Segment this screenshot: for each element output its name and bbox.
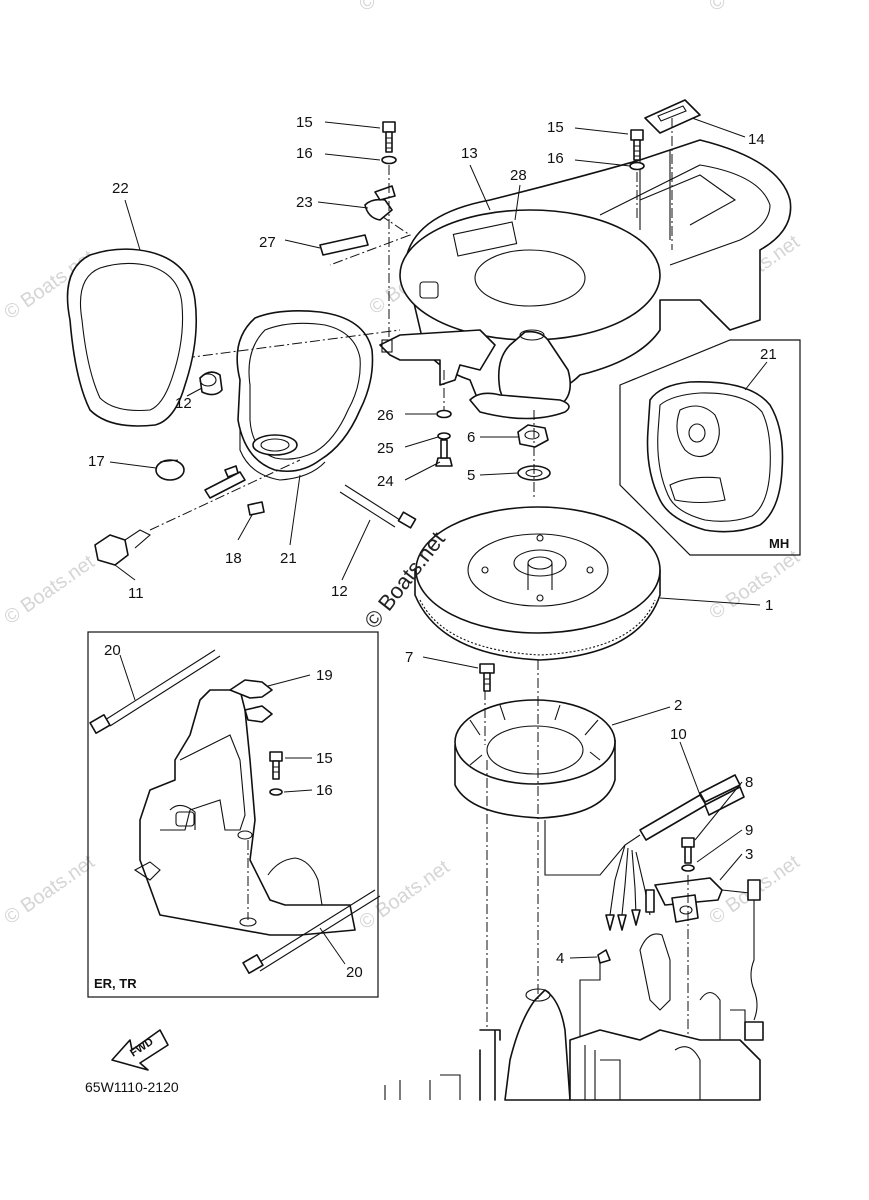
callout-12: 12: [331, 583, 348, 600]
callout-22: 22: [112, 180, 129, 197]
callout-23: 23: [296, 194, 313, 211]
callout-7: 7: [405, 649, 413, 666]
callout-28: 28: [510, 167, 527, 184]
watermark: © Boats.net: [705, 546, 804, 624]
watermark: © Boats.net: [0, 851, 99, 929]
callout-25: 25: [377, 440, 394, 457]
label-27-part: [319, 214, 412, 266]
engine-block: [384, 660, 761, 1101]
flywheel-cover: [379, 139, 792, 420]
silencer-seal: [66, 248, 198, 427]
callout-numbers: 15 16 23 27 22 13 28 15 16 14 21 12 26 2…: [88, 114, 777, 981]
stator: [454, 690, 616, 819]
callout-12: 12: [175, 395, 192, 412]
callout-21: 21: [760, 346, 777, 363]
fasteners-center: [435, 370, 551, 500]
part-code: 65W1110-2120: [85, 1079, 179, 1095]
clamp-bracket: [364, 185, 396, 221]
callout-15: 15: [296, 114, 313, 131]
mh-inset: MH: [619, 339, 801, 556]
grommet: [199, 371, 223, 396]
stator-leads: [544, 774, 745, 931]
bolt-top-right: [629, 129, 645, 220]
callout-14: 14: [748, 131, 765, 148]
callout-1: 1: [765, 597, 773, 614]
bolt-top-left: [381, 121, 397, 340]
sensor: [94, 459, 301, 566]
callout-8: 8: [745, 774, 753, 791]
watermark: © Boats.net: [0, 551, 99, 629]
callout-2: 2: [674, 697, 682, 714]
leader-lines: [109, 117, 768, 965]
callout-20: 20: [104, 642, 121, 659]
pulser-coil: [654, 837, 764, 1045]
callout-11: 11: [128, 585, 144, 602]
callout-16: 16: [547, 150, 564, 167]
callout-26: 26: [377, 407, 394, 424]
callout-5: 5: [467, 467, 475, 484]
callout-10: 10: [670, 726, 687, 743]
callout-21: 21: [280, 550, 297, 567]
inset-label-mh: MH: [769, 536, 789, 551]
watermark: © Boats.net: [355, 856, 454, 934]
er-tr-inset: ER, TR: [87, 631, 381, 998]
callout-17: 17: [88, 453, 105, 470]
callout-24: 24: [377, 473, 394, 490]
flywheel: [414, 506, 661, 661]
callout-16: 16: [316, 782, 333, 799]
callout-4: 4: [556, 950, 564, 967]
watermark: © Boats.net: [355, 0, 454, 16]
callout-19: 19: [316, 667, 333, 684]
fwd-arrow-icon: FWD: [111, 1029, 169, 1071]
watermark: © Boats.net: [705, 0, 804, 16]
callout-15: 15: [547, 119, 564, 136]
inset-label-er-tr: ER, TR: [94, 976, 137, 991]
callout-16: 16: [296, 145, 313, 162]
bolt-7: [479, 663, 495, 692]
callout-6: 6: [467, 429, 475, 446]
tie-strap: [339, 484, 417, 529]
callout-18: 18: [225, 550, 242, 567]
intake-silencer: [184, 310, 401, 481]
callout-15: 15: [316, 750, 333, 767]
callout-27: 27: [259, 234, 276, 251]
plug: [155, 459, 185, 481]
callout-13: 13: [461, 145, 478, 162]
callout-20: 20: [346, 964, 363, 981]
label-14-part: [644, 99, 701, 250]
callout-9: 9: [745, 822, 753, 839]
label-18-part: [247, 501, 265, 516]
callout-3: 3: [745, 846, 753, 863]
